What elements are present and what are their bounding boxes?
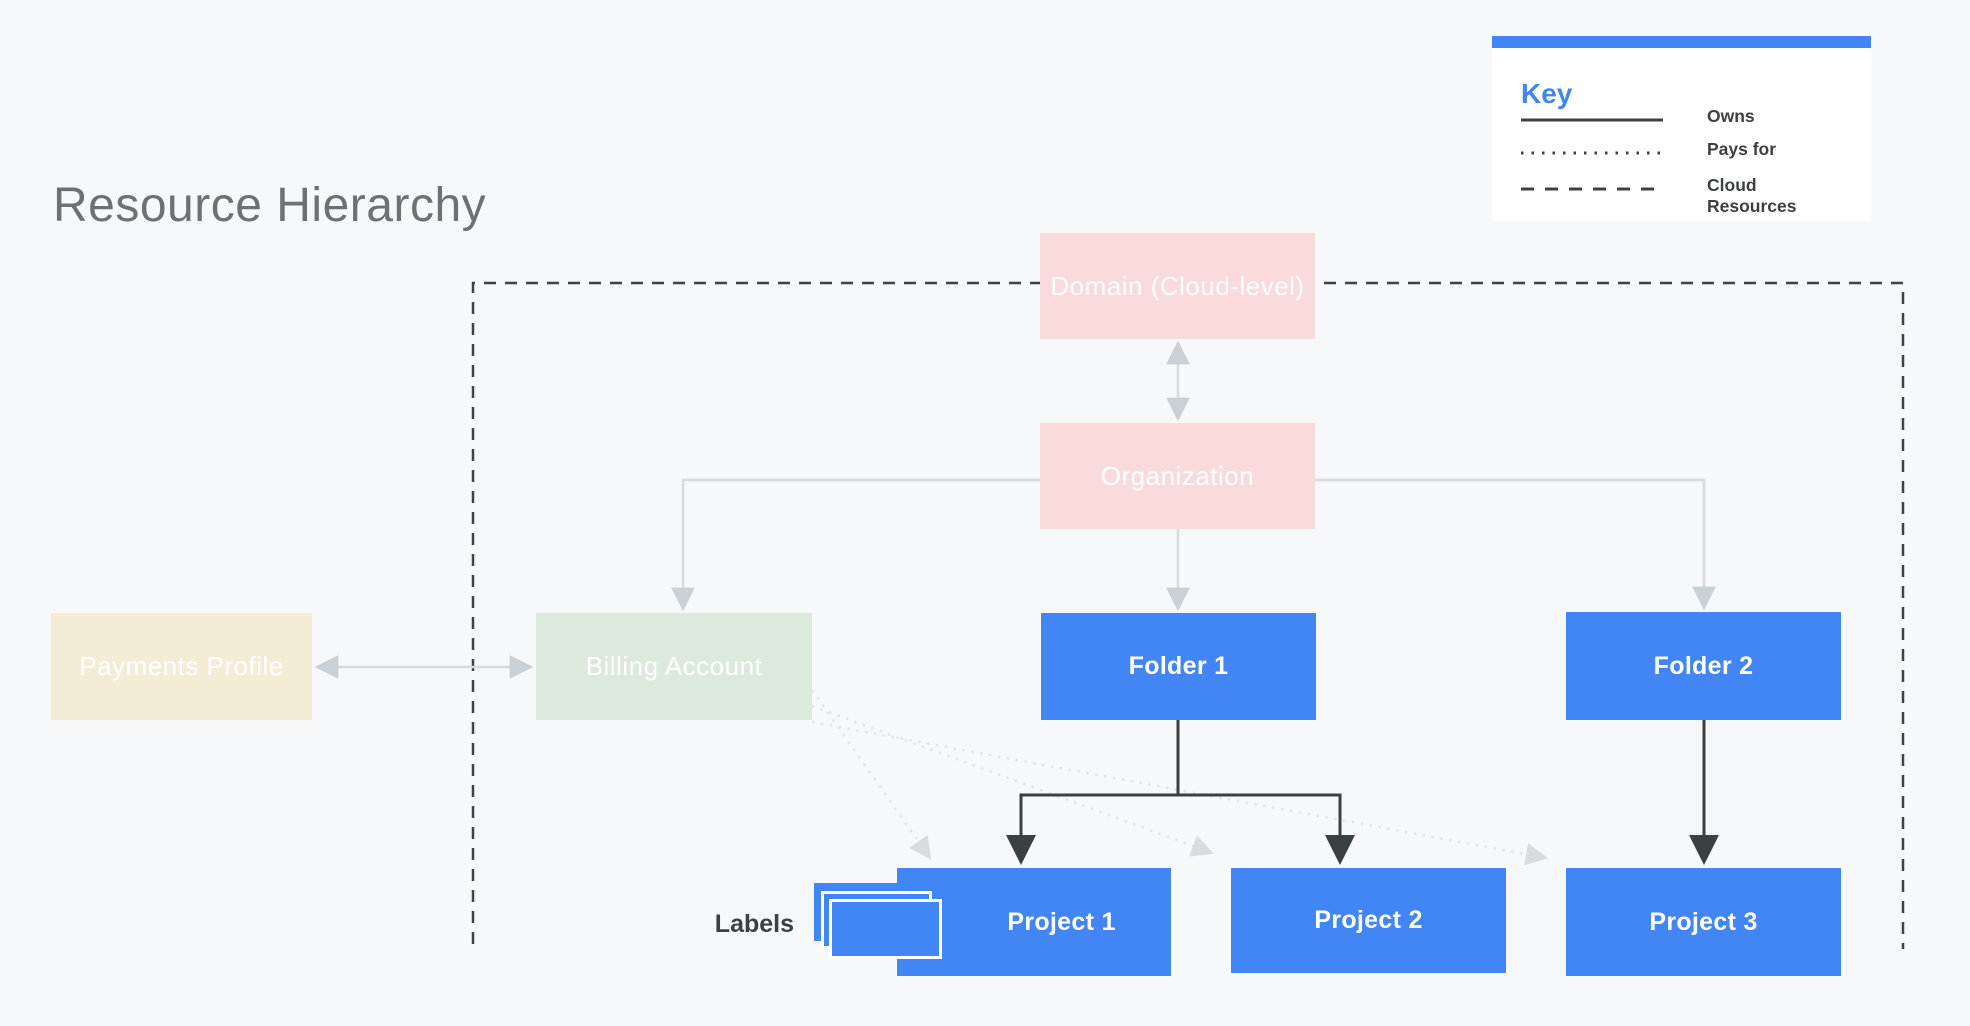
node-payments-profile-label: Payments Profile	[79, 651, 284, 681]
key-label-cloud-resources: Cloud Resources	[1707, 175, 1797, 216]
node-project1-label: Project 1	[1007, 907, 1116, 936]
key-sample-lines	[1521, 118, 1663, 191]
node-domain: Domain (Cloud-level)	[1040, 233, 1315, 339]
node-project3-label: Project 3	[1649, 907, 1758, 936]
key-legend: Key Owns Pays for Cloud Resources	[1492, 36, 1871, 221]
node-folder2-label: Folder 2	[1653, 651, 1754, 680]
node-organization: Organization	[1040, 423, 1315, 529]
pays-for-line-project1	[810, 689, 932, 860]
node-folder1-label: Folder 1	[1128, 652, 1229, 680]
stacked-cards-icon	[814, 883, 944, 963]
pays-for-line-project3	[811, 720, 1549, 866]
label-card-front	[829, 899, 942, 959]
node-billing-account-label: Billing Account	[585, 651, 763, 681]
node-organization-label: Organization	[1100, 460, 1255, 491]
owns-line-org-folder2	[1315, 478, 1716, 611]
pays-for-line-project2	[811, 704, 1215, 857]
node-billing-account: Billing Account	[536, 613, 812, 720]
node-payments-profile: Payments Profile	[51, 613, 312, 720]
key-accent-bar	[1492, 36, 1871, 48]
node-domain-label: Domain (Cloud-level)	[1050, 270, 1305, 301]
page-title: Resource Hierarchy	[53, 179, 487, 232]
node-folder1: Folder 1	[1041, 613, 1316, 720]
node-project3: Project 3	[1566, 868, 1841, 976]
node-project2-label: Project 2	[1314, 906, 1423, 934]
key-label-pays-for: Pays for	[1707, 139, 1777, 159]
key-label-owns: Owns	[1707, 106, 1755, 126]
owns-line-org-billing	[671, 478, 1040, 612]
node-folder2: Folder 2	[1566, 612, 1841, 720]
key-heading: Key	[1521, 78, 1573, 109]
labels-annotation: Labels	[714, 910, 794, 938]
node-project2: Project 2	[1231, 868, 1506, 973]
